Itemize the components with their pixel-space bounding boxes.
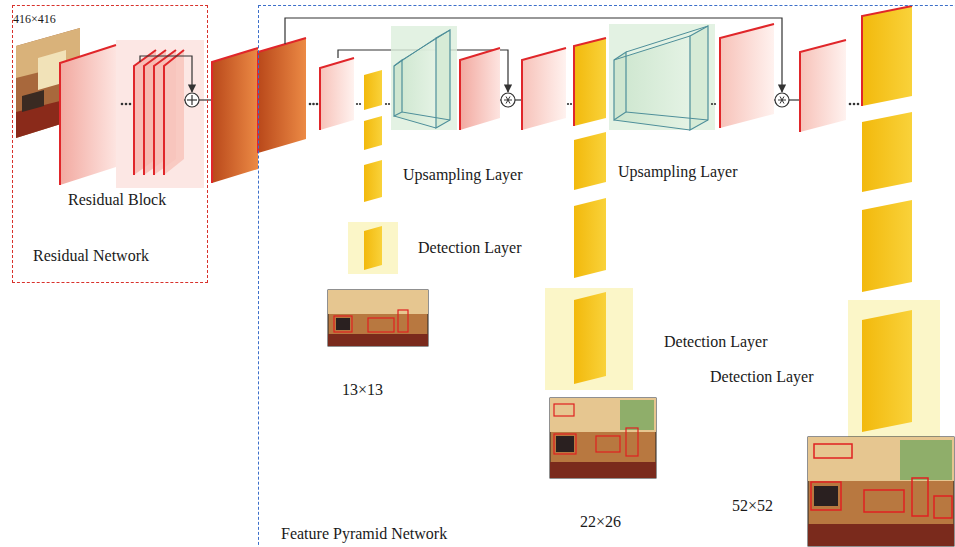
layer-label: Upsampling Layer	[618, 162, 738, 181]
concat-symbol	[775, 93, 789, 107]
result-image	[328, 290, 428, 346]
layer-label: Upsampling Layer	[403, 165, 523, 184]
region-title: Residual Network	[33, 246, 149, 265]
region-box: Feature Pyramid Network	[258, 5, 955, 547]
layer-label: Detection Layer	[710, 367, 814, 386]
add-symbol	[185, 93, 199, 107]
result-image	[808, 437, 954, 546]
region-box: Residual Network	[12, 5, 208, 283]
region-title: Feature Pyramid Network	[281, 524, 447, 543]
result-image	[550, 398, 656, 478]
grid-size: 13×13	[342, 380, 383, 399]
concat-symbol	[501, 93, 515, 107]
grid-size: 22×26	[580, 512, 621, 531]
grid-size: 52×52	[732, 496, 773, 515]
layer-label: Detection Layer	[664, 332, 768, 351]
block-label: Residual Block	[68, 190, 166, 209]
layer-label: Detection Layer	[418, 238, 522, 257]
input-size: 416×416	[13, 12, 56, 26]
